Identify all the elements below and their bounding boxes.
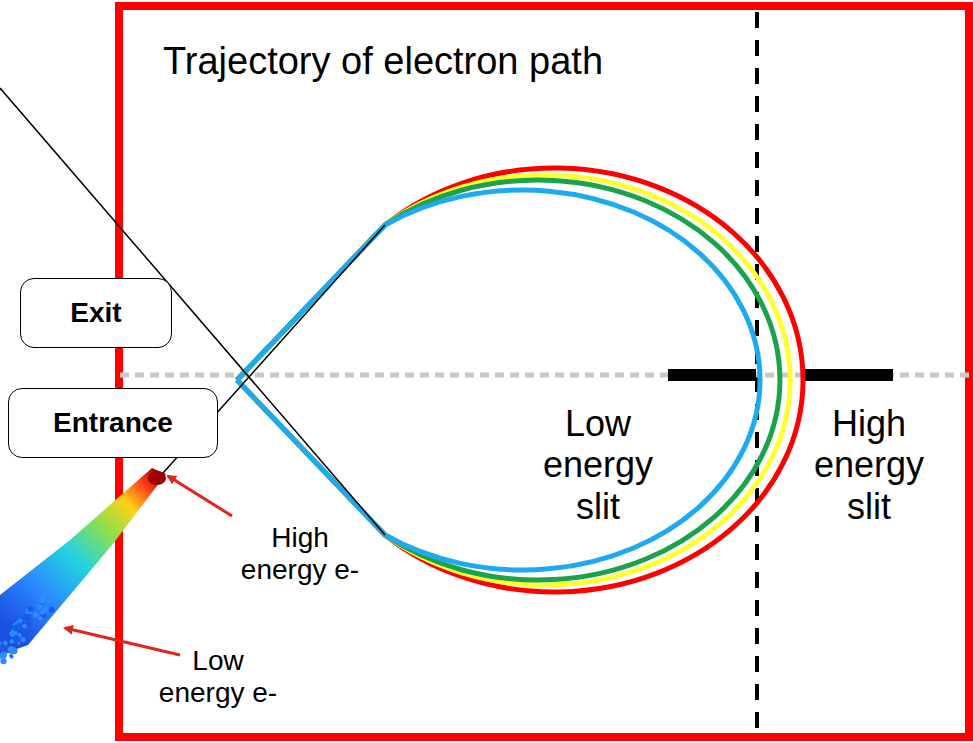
beam-dot <box>22 624 26 628</box>
box-label: Entrance <box>53 407 173 439</box>
high-energy-slit-bar <box>805 369 893 381</box>
beam-tip <box>148 471 166 485</box>
low-energy-slit-bar <box>668 369 756 381</box>
beam-dots <box>0 590 55 664</box>
beam-dot <box>0 644 4 651</box>
beam-dot <box>46 590 52 596</box>
frame-border <box>119 6 969 737</box>
beam-dot <box>10 655 14 659</box>
beam-dot <box>38 604 43 609</box>
beam-dot <box>9 631 15 637</box>
beam-dot <box>10 639 14 643</box>
beam-dot <box>41 595 45 599</box>
electron-beam <box>0 468 166 655</box>
beam-dot <box>22 623 29 630</box>
pointer-arrow <box>65 628 180 655</box>
label-box: Entrance <box>8 388 218 458</box>
exit-line <box>0 88 385 535</box>
beam-dot <box>40 599 45 604</box>
beam-dot <box>26 614 31 619</box>
beam-dot <box>27 606 33 612</box>
annotation-label: Low energy e- <box>151 645 286 709</box>
beam-dot <box>47 599 50 602</box>
annotation-label: Low energy slit <box>543 403 653 527</box>
box-label: Exit <box>70 297 121 329</box>
beam-dot <box>9 654 12 657</box>
trajectory-path <box>237 180 780 580</box>
beam-dot <box>0 658 6 664</box>
annotation-label: High energy slit <box>814 403 924 527</box>
trajectory-path <box>237 190 760 570</box>
beam-dot <box>28 629 33 634</box>
diagram-title: Trajectory of electron path <box>163 40 603 84</box>
beam-dot <box>16 621 21 626</box>
beam-dot <box>38 616 42 620</box>
beam-dot <box>49 607 55 613</box>
beam-dot <box>21 637 26 642</box>
pointer-arrow <box>168 476 232 516</box>
beam-dot <box>39 598 44 603</box>
beam-dot <box>41 610 46 615</box>
beam-dot <box>8 646 15 653</box>
annotation-label: High energy e- <box>233 522 368 586</box>
beam-dot <box>38 603 44 609</box>
beam-dot <box>3 641 8 646</box>
label-box: Exit <box>20 278 172 348</box>
beam-dot <box>33 612 38 617</box>
beam-dot <box>12 625 19 632</box>
